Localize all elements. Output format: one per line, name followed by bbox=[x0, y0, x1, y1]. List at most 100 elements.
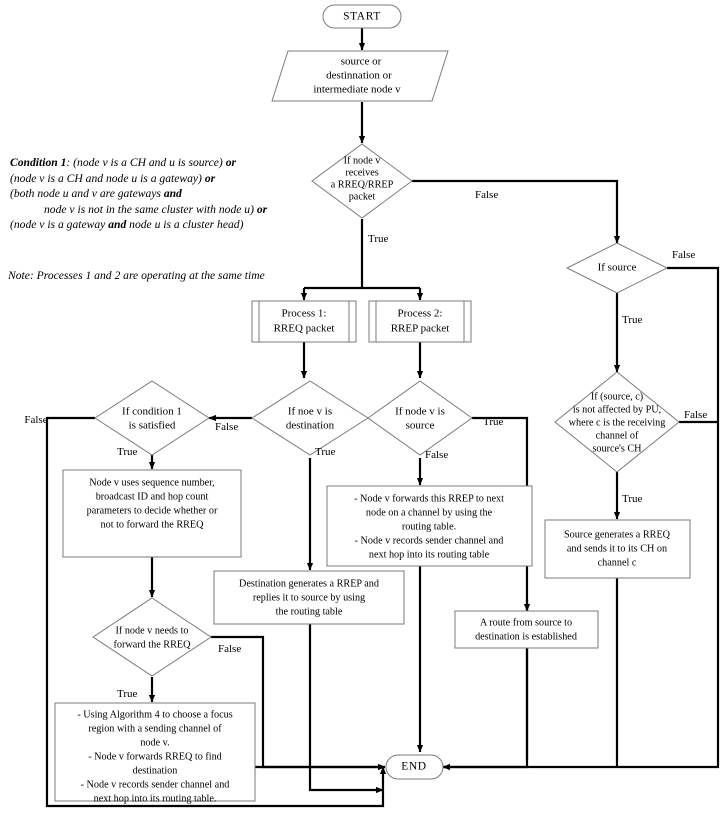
node-box-source-rreq-line3: channel c bbox=[598, 557, 637, 568]
node-box-seqnum-line4: not to forward the RREQ bbox=[101, 519, 205, 530]
node-decide-destination-line2: destination bbox=[286, 420, 335, 432]
node-decide-is-source: If source bbox=[565, 242, 669, 294]
node-process2-line1: Process 2: bbox=[398, 308, 443, 320]
condition-1-line3-and: and bbox=[163, 187, 182, 200]
edge-label-source-v-false: False bbox=[425, 449, 448, 461]
node-decide-source-v: If node v is source bbox=[367, 380, 473, 456]
node-box-forward-rrep-line2: node on a channel by using the bbox=[366, 507, 493, 518]
node-process1-line2: RREQ packet bbox=[274, 323, 335, 335]
edge-label-needs-forward-false: False bbox=[218, 643, 241, 655]
edge-issource-false bbox=[442, 266, 720, 771]
condition-1-line5-tail: node u is a cluster head) bbox=[126, 218, 244, 231]
node-box-algorithm4-line6: - Node v records sender channel and bbox=[81, 779, 230, 790]
node-decide-receives-line2: receives bbox=[345, 167, 378, 178]
node-box-seqnum: Node v uses sequence number, broadcast I… bbox=[62, 469, 242, 558]
node-decide-pu-line5: source's CH bbox=[592, 443, 642, 454]
node-input-line2: destinnation or bbox=[326, 70, 392, 82]
node-box-algorithm4-line4: - Node v forwards RREQ to find bbox=[88, 751, 222, 762]
edge-label-is-source-true: True bbox=[622, 314, 642, 326]
node-input-line1: source or bbox=[341, 56, 382, 68]
node-decide-receives-line3: a RREQ/RREP bbox=[331, 179, 394, 190]
node-decide-destination: If noe v is destination bbox=[251, 380, 369, 456]
node-box-algorithm4-line1: - Using Algorithm 4 to choose a focus bbox=[77, 709, 232, 720]
edge-labels: False True False True False True True Fa… bbox=[24, 189, 707, 700]
edge-label-receives-true: True bbox=[368, 233, 388, 245]
node-box-dest-rrep-line3: the routing table bbox=[276, 606, 343, 617]
node-box-route-established-line1: A route from source to bbox=[480, 617, 572, 628]
node-box-route-established-line2: destination is established bbox=[475, 631, 577, 642]
node-box-source-rreq-line1: Source generates a RREQ bbox=[564, 529, 671, 540]
edge-receives-false bbox=[412, 179, 621, 244]
node-input: source or destinnation or intermediate n… bbox=[271, 50, 449, 102]
node-box-forward-rrep: - Node v forwards this RREP to next node… bbox=[326, 485, 533, 567]
node-box-forward-rrep-line1: - Node v forwards this RREP to next bbox=[354, 493, 504, 504]
edge-label-condition1-false: False bbox=[24, 414, 47, 426]
node-decide-source-v-line1: If node v is bbox=[395, 406, 445, 418]
condition-1-line4-text: node v is not in the same cluster with n… bbox=[44, 202, 257, 216]
edge-label-destination-false: False bbox=[215, 421, 238, 433]
node-box-seqnum-line3: parameters to decide whether or bbox=[87, 505, 218, 516]
node-start-label: START bbox=[343, 11, 381, 23]
node-decide-needs-forward-line1: If node v needs to bbox=[116, 625, 189, 636]
node-decide-source-v-line2: source bbox=[406, 420, 435, 432]
node-decide-destination-line1: If noe v is bbox=[288, 406, 332, 418]
node-box-dest-rrep: Destination generates a RREP and replies… bbox=[213, 570, 405, 625]
condition-1-line1-or: or bbox=[225, 156, 237, 169]
node-box-algorithm4-line7: next hop into its routing table. bbox=[94, 793, 217, 804]
condition-1-line4-or: or bbox=[256, 202, 268, 216]
condition-1-line1-text: (node v is a CH and u is source) bbox=[70, 156, 226, 169]
condition-1-colon: : bbox=[66, 156, 71, 169]
node-box-seqnum-line1: Node v uses sequence number, bbox=[89, 477, 214, 488]
edge-label-needs-forward-true: True bbox=[117, 688, 137, 700]
edge-label-destination-true: True bbox=[315, 446, 335, 458]
node-decide-pu-line2: is not affected by PU, bbox=[573, 404, 661, 415]
node-box-route-established: A route from source to destination is es… bbox=[454, 610, 599, 649]
edge-sourcev-true bbox=[442, 416, 529, 771]
condition-1-line2-text: (node v is a CH and node u is a gateway) bbox=[10, 171, 205, 185]
node-decide-pu-line1: If (source, c) bbox=[591, 391, 643, 402]
edge-label-receives-false: False bbox=[475, 189, 498, 201]
edge-destrrep-to-end bbox=[308, 624, 384, 794]
node-decide-needs-forward-line2: forward the RREQ bbox=[114, 639, 192, 650]
timing-note: Note: Processes 1 and 2 are operating at… bbox=[8, 269, 265, 282]
node-box-forward-rrep-line3: routing table. bbox=[402, 521, 456, 532]
node-box-algorithm4-line2: region with a sending channel of bbox=[88, 723, 222, 734]
node-box-dest-rrep-line1: Destination generates a RREP and bbox=[239, 578, 379, 589]
edge-label-source-v-true: True bbox=[483, 416, 503, 428]
condition-1-note: Condition 1: (node v is a CH and u is so… bbox=[10, 155, 300, 233]
node-decide-condition1-line1: If condition 1 bbox=[122, 406, 182, 418]
edge-label-pu-true: True bbox=[622, 493, 642, 505]
condition-1-line3-text: (both node u and v are gateways bbox=[10, 187, 164, 200]
node-process2: Process 2: RREP packet bbox=[368, 300, 472, 343]
condition-1-line5-and: and bbox=[108, 218, 127, 231]
node-box-algorithm4: - Using Algorithm 4 to choose a focus re… bbox=[54, 702, 256, 804]
condition-1-label: Condition 1 bbox=[10, 156, 67, 169]
node-process1-line1: Process 1: bbox=[282, 308, 327, 320]
node-box-algorithm4-line3: node v. bbox=[140, 737, 169, 748]
node-process1: Process 1: RREQ packet bbox=[251, 300, 357, 343]
node-decide-pu-line4: channel of bbox=[596, 430, 639, 441]
node-box-forward-rrep-line5: next hop into its routing table bbox=[369, 549, 490, 560]
node-decide-condition1-line2: is satisfied bbox=[129, 420, 176, 432]
node-decide-receives: If node v receives a RREQ/RREP packet bbox=[311, 143, 413, 219]
node-box-forward-rrep-line4: - Node v records sender channel and bbox=[355, 535, 504, 546]
node-decide-condition1: If condition 1 is satisfied bbox=[94, 380, 210, 456]
node-input-line3: intermediate node v bbox=[313, 84, 401, 96]
edge-label-condition1-true: True bbox=[117, 446, 137, 458]
node-end: END bbox=[385, 754, 444, 780]
node-start: START bbox=[322, 4, 402, 29]
condition-1-line2-or: or bbox=[204, 171, 216, 185]
node-end-label: END bbox=[401, 761, 426, 773]
condition-1-line5-text: (node v is a gateway bbox=[10, 218, 109, 231]
node-decide-receives-line4: packet bbox=[349, 191, 376, 202]
edge-label-pu-false: False bbox=[684, 409, 707, 421]
edge-label-is-source-false: False bbox=[672, 249, 695, 261]
node-process2-line2: RREP packet bbox=[391, 323, 450, 335]
node-box-dest-rrep-line2: replies it to source by using bbox=[253, 592, 365, 603]
node-box-seqnum-line2: broadcast ID and hop count bbox=[96, 491, 209, 502]
node-decide-pu-line3: where c is the receiving bbox=[569, 417, 666, 428]
node-box-source-rreq: Source generates a RREQ and sends it to … bbox=[544, 519, 691, 579]
node-decide-pu: If (source, c) is not affected by PU, wh… bbox=[554, 371, 680, 473]
